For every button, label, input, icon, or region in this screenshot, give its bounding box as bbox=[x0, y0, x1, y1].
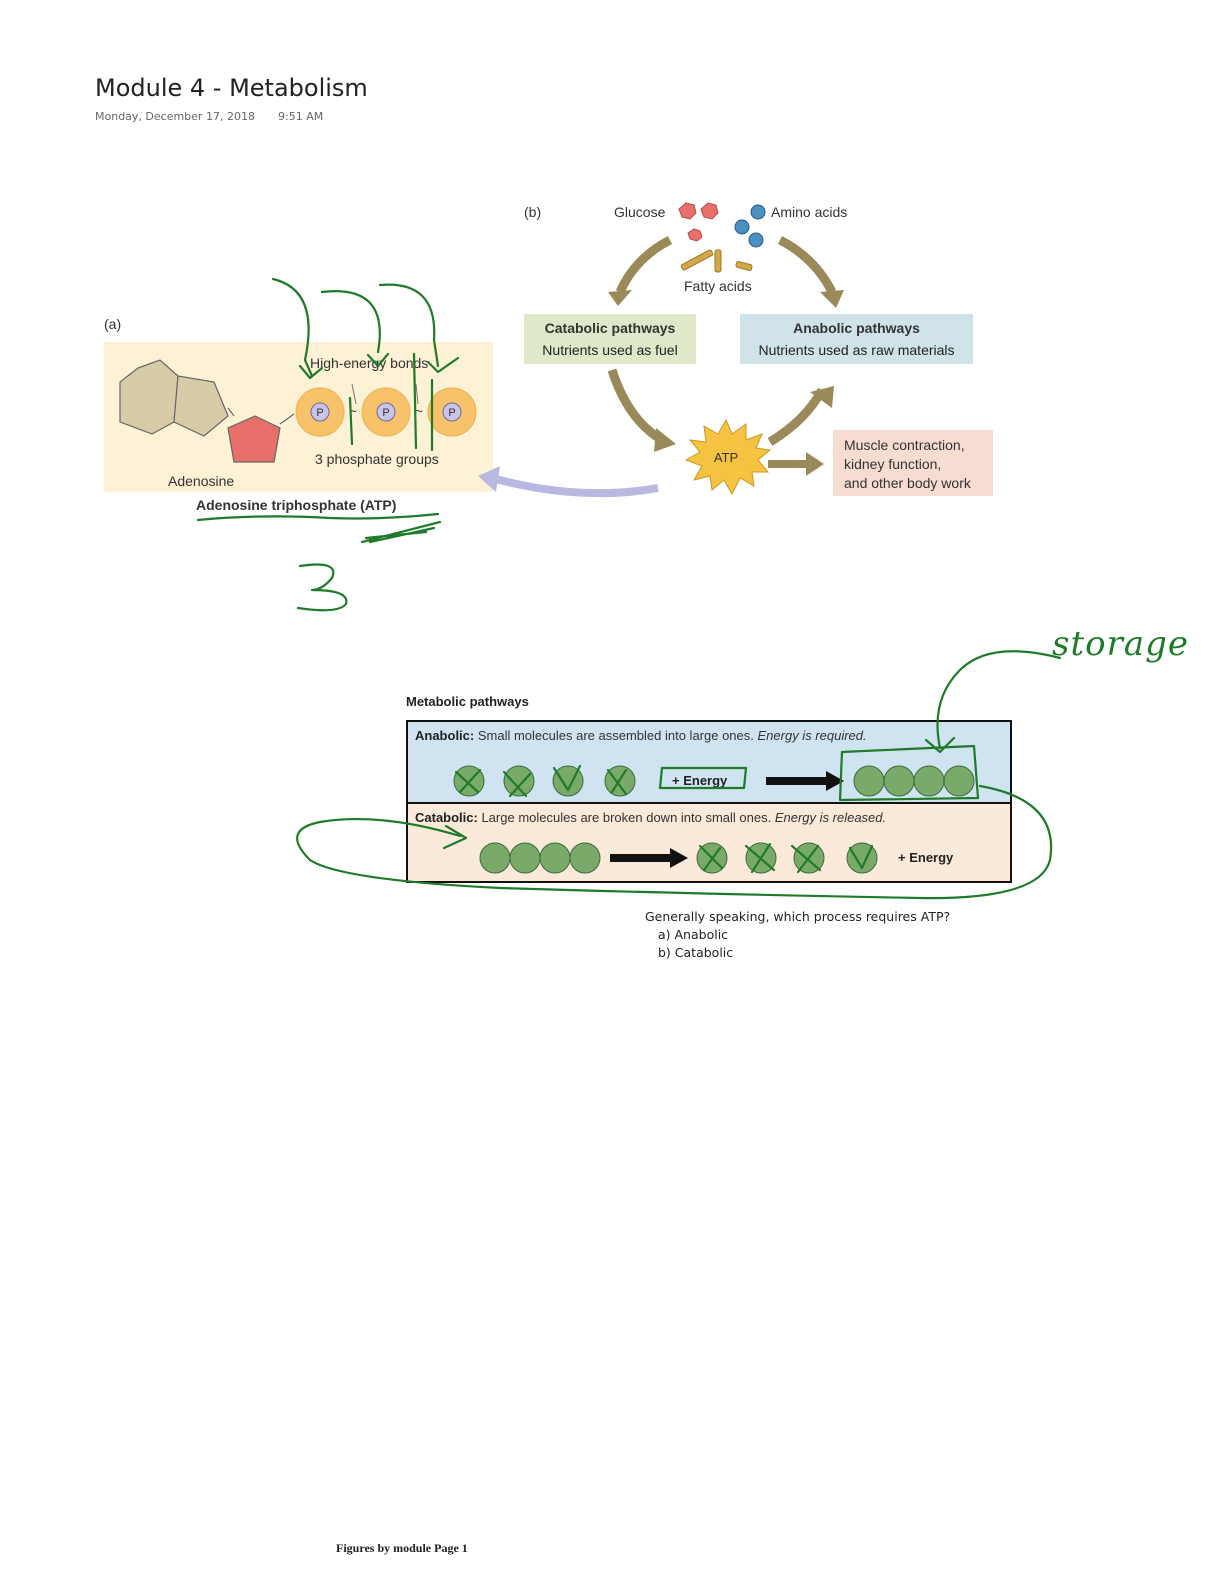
work-line-2: kidney function, bbox=[844, 456, 942, 472]
amino-acids-label: Amino acids bbox=[771, 204, 848, 220]
metabolic-pathways-title: Metabolic pathways bbox=[406, 694, 529, 709]
amino-acid-3 bbox=[748, 232, 764, 248]
phosphate-symbol-3: P bbox=[448, 407, 455, 419]
anabolic-subtitle: Nutrients used as raw materials bbox=[758, 342, 955, 358]
anabolic-description: Anabolic: Small molecules are assembled … bbox=[415, 728, 867, 743]
atp-label: ATP bbox=[714, 450, 738, 465]
small-molecule bbox=[503, 765, 535, 797]
anabolic-molecules bbox=[453, 765, 975, 797]
adenosine-label: Adenosine bbox=[168, 473, 235, 489]
large-molecule-unit bbox=[883, 765, 915, 797]
fatty-acid-2 bbox=[714, 249, 722, 273]
large-molecule-unit bbox=[853, 765, 885, 797]
small-molecule bbox=[604, 765, 636, 797]
small-molecule bbox=[793, 842, 825, 874]
ink-storage-word: storage bbox=[1052, 624, 1189, 664]
catabolic-pathways-box: Catabolic pathways Nutrients used as fue… bbox=[524, 314, 696, 364]
page-date: Monday, December 17, 2018 bbox=[95, 110, 255, 123]
body-work-box: Muscle contraction, kidney function, and… bbox=[833, 430, 993, 496]
catabolic-energy-label: + Energy bbox=[898, 850, 954, 865]
fatty-acid-1 bbox=[680, 249, 714, 271]
large-molecule-unit bbox=[569, 842, 601, 874]
page-footer: Figures by module Page 1 bbox=[336, 1541, 468, 1555]
page-title: Module 4 - Metabolism bbox=[95, 74, 368, 102]
adenine-pentagon bbox=[173, 375, 229, 437]
glucose-hexagon-1 bbox=[678, 202, 697, 220]
high-energy-bonds-label: High-energy bonds bbox=[310, 355, 429, 371]
small-molecule bbox=[846, 842, 878, 874]
bond-tilde-1: ~ bbox=[349, 403, 357, 419]
ribose-pentagon bbox=[227, 415, 281, 463]
option-a: a) Anabolic bbox=[658, 927, 729, 942]
figure-b-label: (b) bbox=[524, 204, 542, 220]
phosphate-symbol-2: P bbox=[382, 407, 389, 419]
amino-acid-2 bbox=[734, 219, 750, 235]
atp-to-structure-arrow bbox=[490, 474, 659, 498]
large-molecule-unit bbox=[943, 765, 975, 797]
catabolic-row: Catabolic: Large molecules are broken do… bbox=[408, 804, 1010, 881]
metabolic-cycle-arrows bbox=[607, 235, 844, 452]
atp-starburst bbox=[684, 418, 772, 496]
anabolic-row: Anabolic: Small molecules are assembled … bbox=[408, 722, 1010, 804]
ink-scribble bbox=[360, 520, 442, 544]
anabolic-term: Anabolic: bbox=[415, 728, 475, 743]
catabolic-molecules bbox=[479, 842, 878, 874]
metabolic-pathways-frame: Anabolic: Small molecules are assembled … bbox=[406, 720, 1012, 883]
catabolic-title: Catabolic pathways bbox=[544, 320, 676, 336]
small-molecule bbox=[745, 842, 777, 874]
fatty-acid-3 bbox=[735, 260, 753, 272]
phosphate-symbol-1: P bbox=[316, 407, 323, 419]
anabolic-text: Small molecules are assembled into large… bbox=[474, 728, 758, 743]
large-molecule-unit bbox=[509, 842, 541, 874]
fatty-acids-label: Fatty acids bbox=[684, 278, 752, 294]
ink-number-3-text: 3 bbox=[294, 548, 295, 549]
atp-burst-area: ATP bbox=[478, 418, 824, 498]
arrow-to-anabolic bbox=[777, 235, 837, 295]
page-time: 9:51 AM bbox=[278, 110, 324, 123]
phosphate-groups-label: 3 phosphate groups bbox=[315, 451, 439, 467]
atp-structure-diagram: P P P ~ ~ bbox=[119, 359, 477, 463]
nutrient-icons bbox=[678, 202, 766, 273]
anabolic-energy-label: + Energy bbox=[672, 773, 728, 788]
anabolic-pathways-box: Anabolic pathways Nutrients used as raw … bbox=[740, 314, 973, 364]
small-molecule bbox=[552, 765, 584, 797]
small-molecule bbox=[696, 842, 728, 874]
option-b: b) Catabolic bbox=[658, 945, 734, 960]
glucose-hexagon-3 bbox=[687, 228, 703, 242]
large-molecule-unit bbox=[539, 842, 571, 874]
work-line-1: Muscle contraction, bbox=[844, 437, 965, 453]
large-molecule-unit bbox=[913, 765, 945, 797]
small-molecule bbox=[453, 765, 485, 797]
bond-tilde-2: ~ bbox=[415, 403, 423, 419]
glucose-label: Glucose bbox=[614, 204, 666, 220]
question-block: Generally speaking, which process requir… bbox=[645, 908, 950, 962]
ink-underline bbox=[196, 512, 440, 522]
figure-a-label: (a) bbox=[104, 316, 122, 332]
arrow-to-catabolic bbox=[615, 235, 673, 294]
question-text: Generally speaking, which process requir… bbox=[645, 909, 951, 924]
atp-caption: Adenosine triphosphate (ATP) bbox=[196, 497, 397, 513]
ink-number-3 bbox=[296, 563, 348, 612]
glucose-hexagon-2 bbox=[700, 202, 719, 220]
anabolic-title: Anabolic pathways bbox=[793, 320, 920, 336]
catabolic-subtitle: Nutrients used as fuel bbox=[542, 342, 678, 358]
large-molecule-unit bbox=[479, 842, 511, 874]
amino-acid-1 bbox=[750, 204, 766, 220]
adenine-hexagon bbox=[119, 359, 179, 435]
work-line-3: and other body work bbox=[844, 475, 971, 491]
anabolic-energy-note: Energy is required. bbox=[757, 728, 867, 743]
